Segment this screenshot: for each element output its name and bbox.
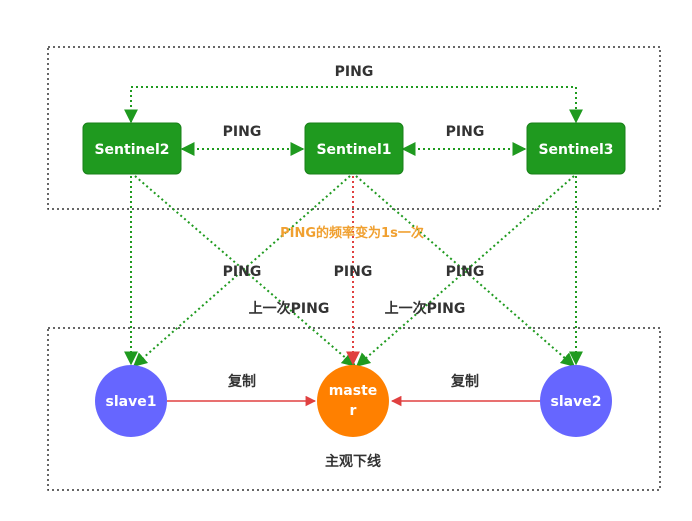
ping-line-s2-master bbox=[134, 175, 357, 367]
sentinel1-node: Sentinel1 bbox=[304, 122, 404, 175]
ping-line-s3-master bbox=[355, 175, 575, 367]
replicate-left-label: 复制 bbox=[227, 373, 256, 390]
master-node: maste r bbox=[317, 365, 389, 437]
slave2-label: slave2 bbox=[551, 394, 602, 410]
ping-center-label: PING bbox=[334, 264, 373, 280]
sentinel-group-box bbox=[47, 46, 661, 210]
ping-line-s1-slave2 bbox=[355, 175, 576, 367]
slave1-label: slave1 bbox=[106, 394, 157, 410]
ping-top-label: PING bbox=[335, 64, 374, 80]
subjective-down-label: 主观下线 bbox=[325, 453, 381, 470]
master-label-line1: maste bbox=[329, 383, 378, 399]
sentinel3-node: Sentinel3 bbox=[526, 122, 626, 175]
last-ping-left-label: 上一次PING bbox=[249, 300, 330, 317]
sentinel3-label: Sentinel3 bbox=[538, 142, 613, 158]
ping-frequency-label: PING的频率变为1s一次 bbox=[280, 225, 424, 241]
ping-left-label: PING bbox=[223, 264, 262, 280]
slave2-node: slave2 bbox=[540, 365, 612, 437]
ping-right-label: PING bbox=[446, 264, 485, 280]
ping-s2-s1-label: PING bbox=[223, 124, 262, 140]
sentinel2-node: Sentinel2 bbox=[82, 122, 182, 175]
ping-loop-s2-s3 bbox=[124, 86, 583, 124]
master-label-line2: r bbox=[350, 403, 357, 419]
replicate-right-label: 复制 bbox=[450, 373, 479, 390]
slave1-node: slave1 bbox=[95, 365, 167, 437]
sentinel1-label: Sentinel1 bbox=[316, 142, 391, 158]
last-ping-right-label: 上一次PING bbox=[385, 300, 466, 317]
sentinel2-label: Sentinel2 bbox=[94, 142, 169, 158]
ping-s1-s3-label: PING bbox=[446, 124, 485, 140]
